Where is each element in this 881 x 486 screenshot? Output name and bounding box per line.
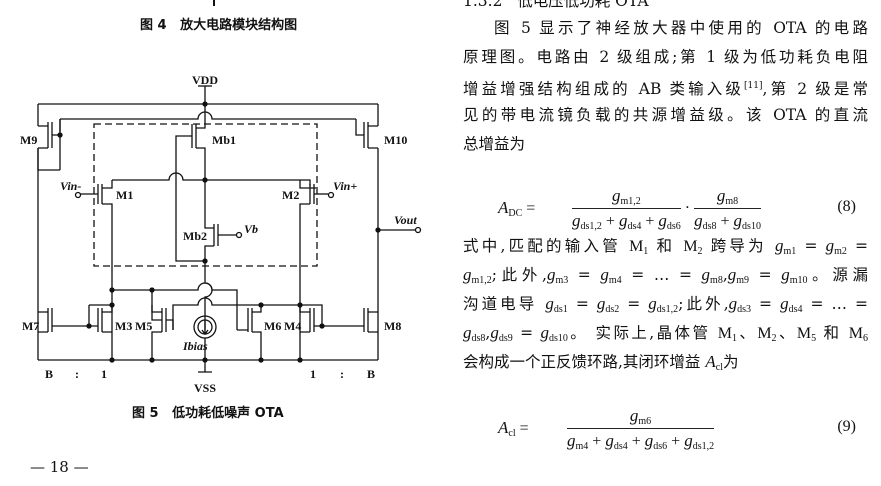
ratio-left-colon: : [75,367,79,381]
m2-label: M2 [282,188,299,202]
ratio-left-1: 1 [101,367,107,381]
m8-label: M8 [384,319,401,333]
ratio-right-1: 1 [310,367,316,381]
m1-label: M1 [116,188,133,202]
paragraph-line: gm1,2;此外,gm3 = gm4 = … = gm8,gm9 = gm10。… [463,265,869,286]
eq8-lhs-sub: DC [508,208,523,219]
paragraph-line: 沟道电导 gds1 = gds2 = gds1,2;此外,gds3 = gds4… [463,294,869,315]
paragraph-line: gds8,gds9 = gds10。 实际上,晶体管 M1、M2、M5 和 M6 [463,323,868,344]
eq9-lhs: A [498,418,509,437]
fig4-arrow-icon [213,0,215,6]
paragraph-line: 会构成一个正反馈环路,其闭环增益 Acl为 [463,352,739,373]
figure-5-caption: 图 5 低功耗低噪声 OTA [132,406,284,421]
eq9-lhs-sub: cl [508,428,516,439]
vdd-label: VDD [192,73,218,87]
vout-label: Vout [394,213,417,227]
mb1-label: Mb1 [212,133,236,147]
eq9-number: (9) [837,418,856,435]
paragraph-line: 见的带电流镜负载的共源增益级。该 OTA 的直流 [463,106,868,124]
ibias-label: Ibias [182,339,208,353]
ratio-right-b: B [367,367,375,381]
mb2-label: Mb2 [183,229,207,243]
paragraph-line: 原理图。电路由 2 级组成;第 1 级为低功耗负电阻 [463,48,868,66]
m7-label: M7 [22,319,39,333]
section-heading: 1.3.2 低电压低功耗 OTA [463,0,649,10]
ratio-left-b: B [45,367,53,381]
ratio-right-colon: : [340,367,344,381]
m3-label: M3 [115,319,132,333]
m5-label: M5 [135,319,152,333]
page-number: — 18 — [30,458,89,476]
vb-label: Vb [244,222,258,236]
m10-label: M10 [384,133,407,147]
paragraph-line: 增益增强结构组成的 AB 类输入级[11],第 2 级是常 [463,80,868,99]
vss-label: VSS [194,381,216,395]
eq8-number: (8) [837,198,856,215]
ota-circuit-diagram: VDD VSS M9 M10 Mb1 Mb2 M1 M2 M7 M3 M5 M6… [20,73,422,395]
vin-minus-label: Vin- [60,179,81,193]
vin-plus-label: Vin+ [333,179,357,193]
figure-4-caption: 图 4 放大电路模块结构图 [140,18,298,33]
m9-label: M9 [20,133,37,147]
m6-label: M6 [264,319,281,333]
paragraph-line: 总增益为 [463,135,526,153]
m4-label: M4 [284,319,301,333]
eq8-lhs: A [498,198,509,217]
paragraph-line: 式中,匹配的输入管 M1 和 M2 跨导为 gm1 = gm2 = [463,236,869,257]
paragraph-line: 图 5 显示了神经放大器中使用的 OTA 的电路 [494,19,868,37]
